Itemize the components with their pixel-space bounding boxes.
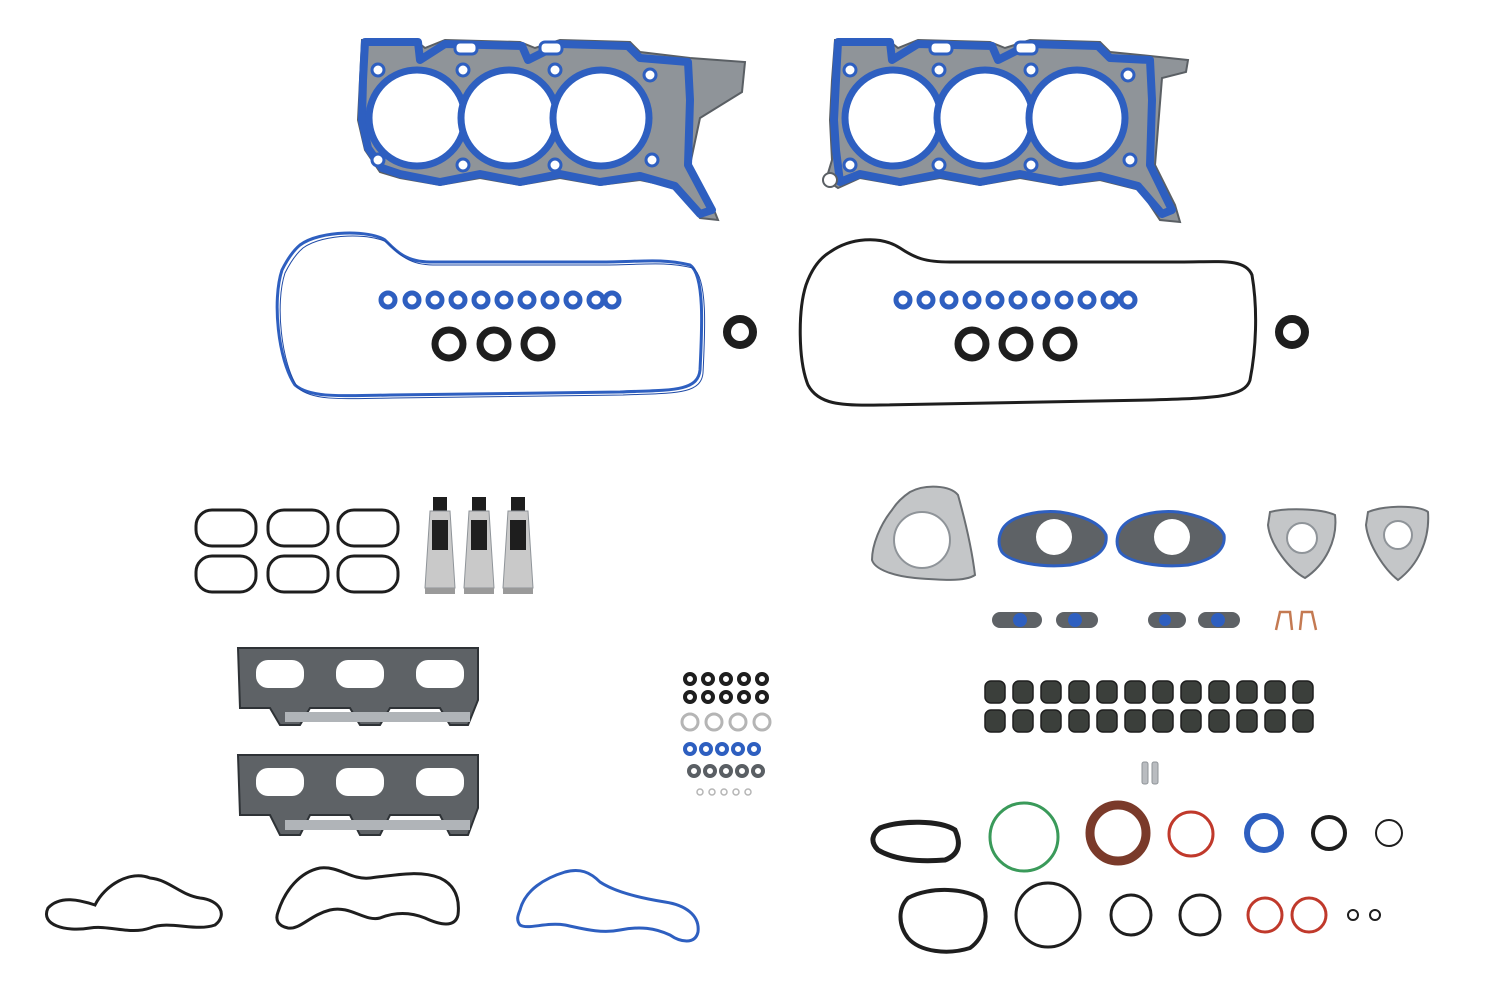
water-pump-gaskets [45, 866, 700, 943]
head-gasket-right [822, 38, 1190, 224]
small-seals-right [893, 290, 1138, 310]
o-ring-blue [1244, 813, 1284, 853]
o-ring-red-1 [1167, 810, 1215, 858]
sealant-tube-2 [463, 497, 495, 594]
o-ring-black-small [1375, 819, 1403, 847]
cam-seal-right [1275, 315, 1309, 349]
assorted-o-rings [870, 800, 1403, 954]
o-ring-black-1 [1311, 815, 1347, 851]
o-ring-rounded-square-1 [870, 819, 961, 864]
sealant-tube-3 [502, 497, 534, 594]
o-ring-red-3 [1290, 896, 1328, 934]
large-seals-right [954, 326, 1078, 362]
sealant-tubes [424, 497, 534, 594]
oil-seal-brown [1085, 800, 1151, 866]
sealant-tube-1 [424, 497, 456, 594]
o-ring-tiny-1 [1347, 909, 1359, 921]
copper-clip [1274, 610, 1318, 631]
head-gasket-left [356, 38, 747, 222]
o-ring-green [988, 801, 1060, 873]
o-ring-rounded-square-2 [898, 888, 988, 954]
o-ring-black-2 [1014, 881, 1082, 949]
intake-manifold-gaskets [194, 508, 400, 594]
o-ring-black-3 [1109, 893, 1153, 937]
turbo-flange-gaskets [870, 485, 1430, 582]
o-ring-red-2 [1246, 896, 1284, 934]
exhaust-gasket-bottom [236, 754, 479, 836]
o-ring-tiny-2 [1369, 909, 1381, 921]
valve-cover-gasket-right [798, 238, 1258, 407]
oil-line-gaskets [992, 610, 1318, 631]
small-seals-left [378, 290, 622, 310]
water-pump-gasket-2 [275, 866, 460, 930]
spark-plug-tube-seals [378, 290, 1309, 362]
valve-cover-gasket-left [275, 231, 706, 400]
exhaust-manifold-gaskets [236, 647, 479, 836]
water-pump-gasket-3 [516, 868, 700, 943]
o-ring-black-4 [1178, 893, 1222, 937]
valve-stem-seals [984, 680, 1314, 733]
dowel-pins [1141, 761, 1159, 785]
exhaust-gasket-top [236, 647, 479, 726]
water-pump-gasket-1 [45, 874, 223, 933]
small-o-ring-set [680, 672, 772, 796]
large-seals-left [431, 326, 556, 362]
cam-seal-left [723, 315, 757, 349]
